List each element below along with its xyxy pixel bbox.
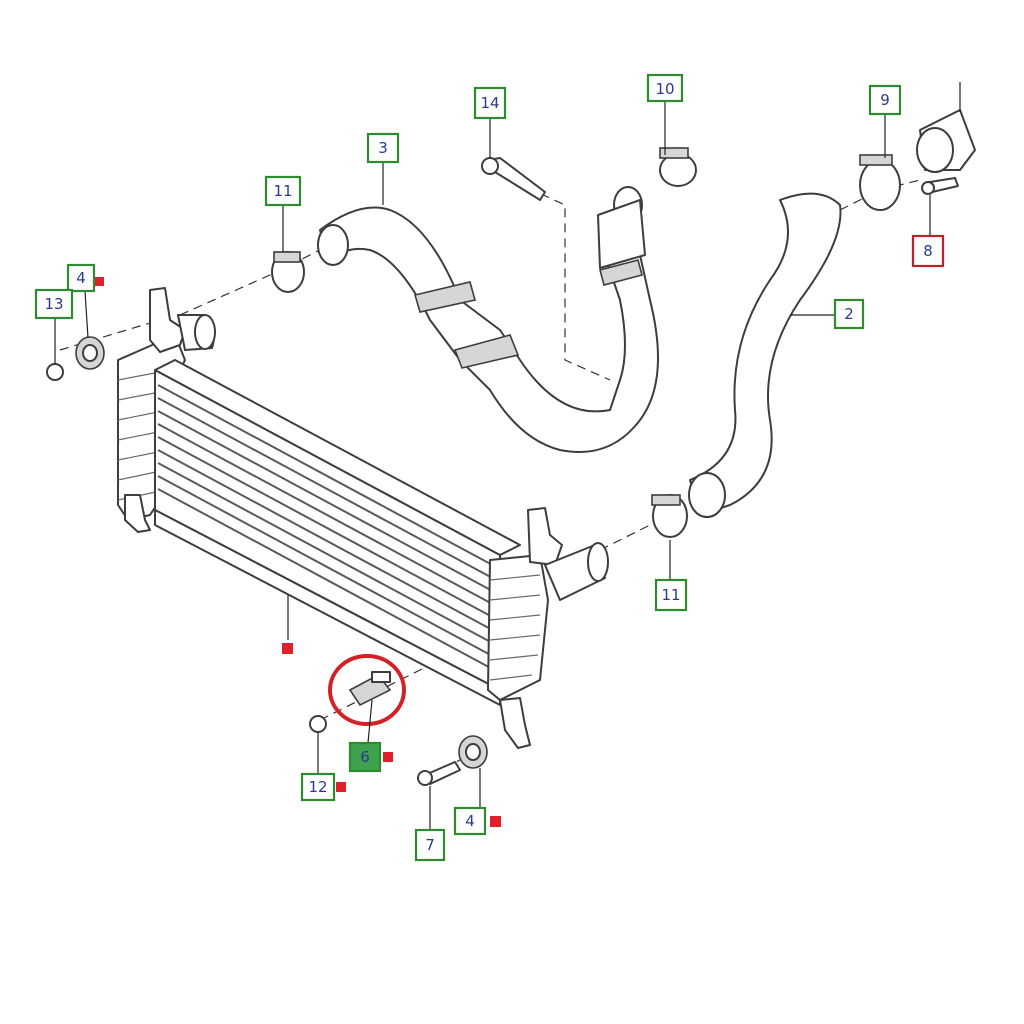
left-lower-bracket [124,494,151,533]
callout-7[interactable]: 7 [414,828,446,862]
callout-6[interactable]: 6 [348,741,393,773]
callout-2[interactable]: 2 [833,298,865,330]
red-square-marker-icon [336,782,346,792]
callout-9[interactable]: 9 [868,84,902,116]
callout-label: 2 [844,305,854,323]
red-square-marker-icon [383,752,393,762]
part-9-clamp [859,154,901,211]
callout-8[interactable]: 8 [911,234,945,268]
intercooler-core [117,287,609,749]
red-square-marker-icon [490,816,501,827]
callout-label: 12 [308,778,327,796]
callout-10[interactable]: 10 [646,73,684,103]
callout-14[interactable]: 14 [473,86,507,120]
callout-label: 8 [923,242,933,260]
part-12-nut [309,715,327,733]
part-10-clamp [659,147,697,187]
right-lower-bracket [499,697,531,749]
callout-label: 4 [76,269,86,287]
callout-label: 10 [655,80,674,98]
leader-lines [54,100,931,830]
callout-12[interactable]: 12 [300,772,346,802]
part-8-bolt [921,177,959,195]
callout-label: 13 [44,295,63,313]
callout-label: 7 [425,836,435,854]
red-square-marker-core [282,643,293,654]
callout-label: 11 [661,586,680,604]
part-13-nut [46,363,64,381]
callout-11-top[interactable]: 11 [264,175,302,207]
callout-13[interactable]: 13 [34,288,74,320]
part-6-sensor [348,671,392,707]
part-11-clamp-bottom [651,494,688,538]
callout-4-top[interactable]: 4 [66,263,104,293]
red-ring-highlight-icon [328,654,406,726]
callout-label: 14 [480,94,499,112]
part-7-bolt [417,761,461,786]
callout-3[interactable]: 3 [366,132,400,164]
callout-4-bottom[interactable]: 4 [453,806,501,836]
callout-label: 4 [465,812,475,830]
callout-11-bottom[interactable]: 11 [654,578,688,612]
callout-label: 11 [273,182,292,200]
part-3-charge-pipe [317,186,659,453]
part-4-grommet-top [75,336,105,370]
callout-label: 9 [880,91,890,109]
core-body [154,369,501,691]
red-square-marker-icon [282,643,293,654]
callout-label: 3 [378,139,388,157]
part-4-grommet-bottom [458,735,488,769]
red-square-marker-icon [95,277,104,286]
callout-label: 6 [360,748,370,766]
part-14-bolt [481,157,546,201]
right-upper-bracket [527,507,563,566]
throttle-body [916,82,976,173]
part-11-clamp-top [271,251,305,293]
part-2-hose [688,192,842,518]
core-fins [157,384,499,673]
